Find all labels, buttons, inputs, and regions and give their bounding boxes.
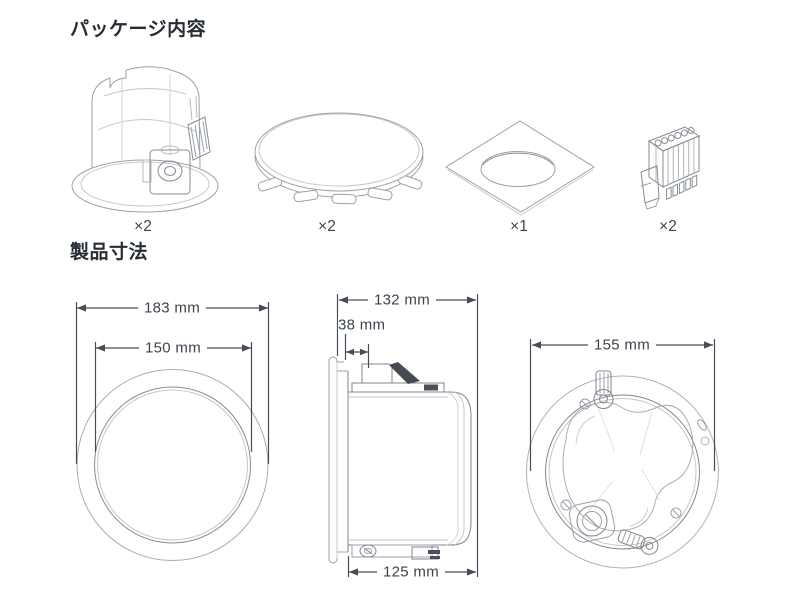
dim-label-flange-depth: 38 mm (338, 316, 386, 334)
dim-label-overall-depth: 132 mm (368, 291, 436, 309)
front-view-drawing (77, 302, 269, 561)
qty-speaker-grille: ×2 (318, 218, 336, 235)
qty-ceiling-speaker: ×2 (134, 218, 152, 235)
speaker-grille-drawing (255, 113, 423, 204)
dim-label-outer-diameter: 183 mm (138, 299, 206, 317)
package-contents-title: パッケージ内容 (70, 19, 207, 40)
side-view-drawing (329, 294, 478, 577)
qty-mounting-template: ×1 (510, 218, 528, 235)
dim-label-inner-diameter: 150 mm (139, 339, 207, 357)
mounting-template-drawing (446, 121, 594, 215)
dim-label-body-diameter: 155 mm (588, 336, 656, 354)
terminal-connector-drawing (641, 127, 699, 209)
dim-label-body-depth: 125 mm (377, 563, 445, 581)
ceiling-speaker-drawing (72, 67, 218, 212)
rear-view-drawing (527, 339, 719, 568)
product-dimensions-title: 製品寸法 (70, 242, 149, 263)
qty-terminal-connector: ×2 (659, 218, 677, 235)
